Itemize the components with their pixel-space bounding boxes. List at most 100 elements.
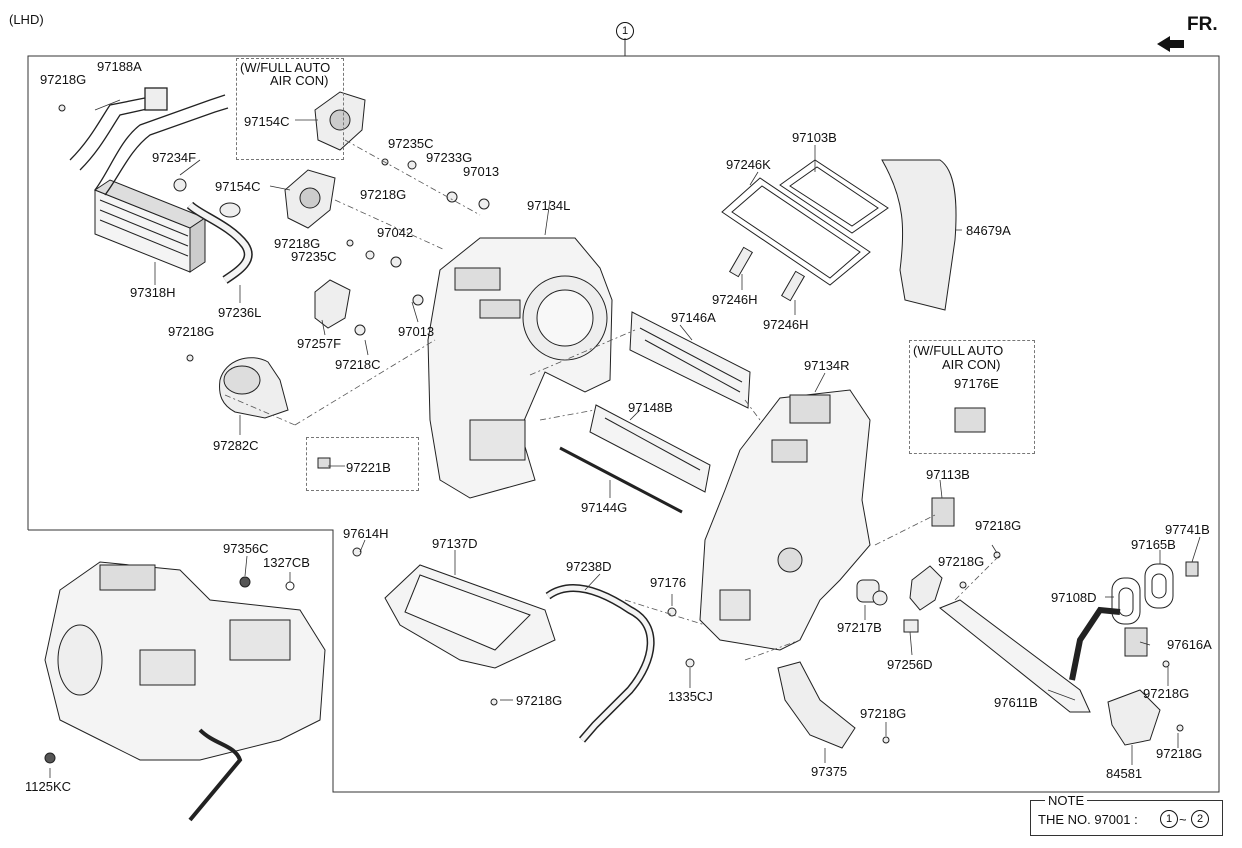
clip-97741B (1185, 561, 1199, 577)
strip-97246H-a (728, 246, 754, 278)
part-label: 84581 (1106, 766, 1143, 781)
housing-97134R (699, 389, 871, 651)
label-leaders (49, 99, 1201, 778)
note-separator: ~ (1179, 812, 1187, 827)
part-label: 97256D (887, 657, 933, 672)
pipe-97611B (939, 599, 1121, 713)
note-ref-from: 1 (1160, 810, 1178, 828)
actuator-97256D (903, 565, 943, 633)
case-97137D (384, 564, 556, 669)
leader-lines (224, 139, 1001, 661)
part-label: 97218G (40, 72, 87, 87)
front-label: FR. (1187, 14, 1218, 35)
part-label: 97146A (671, 310, 716, 325)
part-label: 97257F (297, 336, 342, 351)
part-label: 97236L (218, 305, 262, 320)
part-label: 97741B (1165, 522, 1210, 537)
part-label: 97013 (398, 324, 435, 339)
duct-97375 (777, 661, 856, 749)
note-box (1030, 800, 1223, 836)
part-label: 97137D (432, 536, 478, 551)
part-label: 97013 (463, 164, 500, 179)
part-label: 97217B (837, 620, 882, 635)
door-97148B (589, 404, 711, 493)
option-box-full-auto-2 (909, 340, 1035, 454)
part-label: 97218G (360, 187, 407, 202)
front-arrow-icon (1157, 36, 1184, 52)
part-label: 97218G (975, 518, 1022, 533)
part-label: 97218G (1143, 686, 1190, 701)
part-label: 97144G (581, 500, 628, 515)
part-label: 97176 (650, 575, 687, 590)
part-label: 97616A (1167, 637, 1212, 652)
part-label: 97134L (527, 198, 571, 213)
note-text: THE NO. 97001 : (1038, 812, 1138, 827)
part-label: 97218G (168, 324, 215, 339)
option-box-1-line1: (W/FULL AUTO (240, 60, 331, 75)
actuator-97154C-upper (314, 91, 366, 151)
filter-97103B (779, 159, 889, 234)
part-label: 97218C (335, 357, 381, 372)
part-label: 84679A (966, 223, 1011, 238)
cover-84581 (1107, 689, 1161, 746)
sensor-97217B (856, 579, 888, 606)
option-box-1-line2: AIR CON) (270, 73, 329, 88)
actuator-97257F (314, 279, 351, 329)
part-label: 97218G (938, 554, 985, 569)
part-label: 97103B (792, 130, 837, 145)
part-label: 97176E (954, 376, 999, 391)
part-label: 97235C (388, 136, 434, 151)
gasket-97165B (1144, 563, 1174, 609)
door-97146A (629, 311, 751, 409)
part-label: 97154C (215, 179, 261, 194)
seal-84679A (881, 159, 957, 311)
part-label: 1327CB (263, 555, 310, 570)
part-label: 97108D (1051, 590, 1097, 605)
inset-frame (28, 529, 1030, 793)
filter-97246K (721, 177, 871, 286)
part-label: 97233G (426, 150, 473, 165)
assembled-unit-inset (44, 561, 326, 822)
part-label: 97218G (516, 693, 563, 708)
part-label: 97148B (628, 400, 673, 415)
part-label: 97246H (712, 292, 758, 307)
part-97113B (931, 497, 955, 527)
option-box-full-auto-1 (236, 58, 344, 160)
bracket-97616A (1124, 627, 1148, 657)
part-label: 97234F (152, 150, 197, 165)
housing-97134L (427, 237, 613, 499)
note-ref-to: 2 (1191, 810, 1209, 828)
assembly-ref: 1 (616, 22, 634, 40)
shaft-97144G (559, 446, 683, 514)
blower-97282C (219, 357, 289, 419)
part-label: 97614H (343, 526, 389, 541)
option-box-2-line1: (W/FULL AUTO (913, 343, 1004, 358)
heater-core-97318H (93, 179, 207, 273)
part-label: 97134R (804, 358, 850, 373)
part-label: 97246K (726, 157, 771, 172)
part-label: 1125KC (25, 779, 72, 794)
pipe-97188A (69, 87, 229, 196)
part-label: 97218G (274, 236, 321, 251)
gasket-97108D (1111, 577, 1141, 625)
variant-label: (LHD) (9, 12, 44, 27)
note-title: NOTE (1045, 793, 1088, 808)
part-label: 1335CJ (668, 689, 713, 704)
part-label: 97042 (377, 225, 414, 240)
option-box-2-line2: AIR CON) (942, 357, 1001, 372)
strip-97246H-b (780, 270, 806, 302)
part-label: 97165B (1131, 537, 1176, 552)
part-label: 97611B (994, 695, 1038, 710)
part-label: 97318H (130, 285, 176, 300)
part-label: 97221B (346, 460, 391, 475)
part-label: 97218G (860, 706, 907, 721)
part-97221B (317, 457, 331, 469)
actuator-97154C-lower (284, 169, 336, 229)
part-label: 97113B (926, 467, 970, 482)
part-label: 97282C (213, 438, 259, 453)
part-97221B-box (306, 437, 419, 491)
part-label: 97246H (763, 317, 809, 332)
sensor-97176E (954, 407, 986, 433)
